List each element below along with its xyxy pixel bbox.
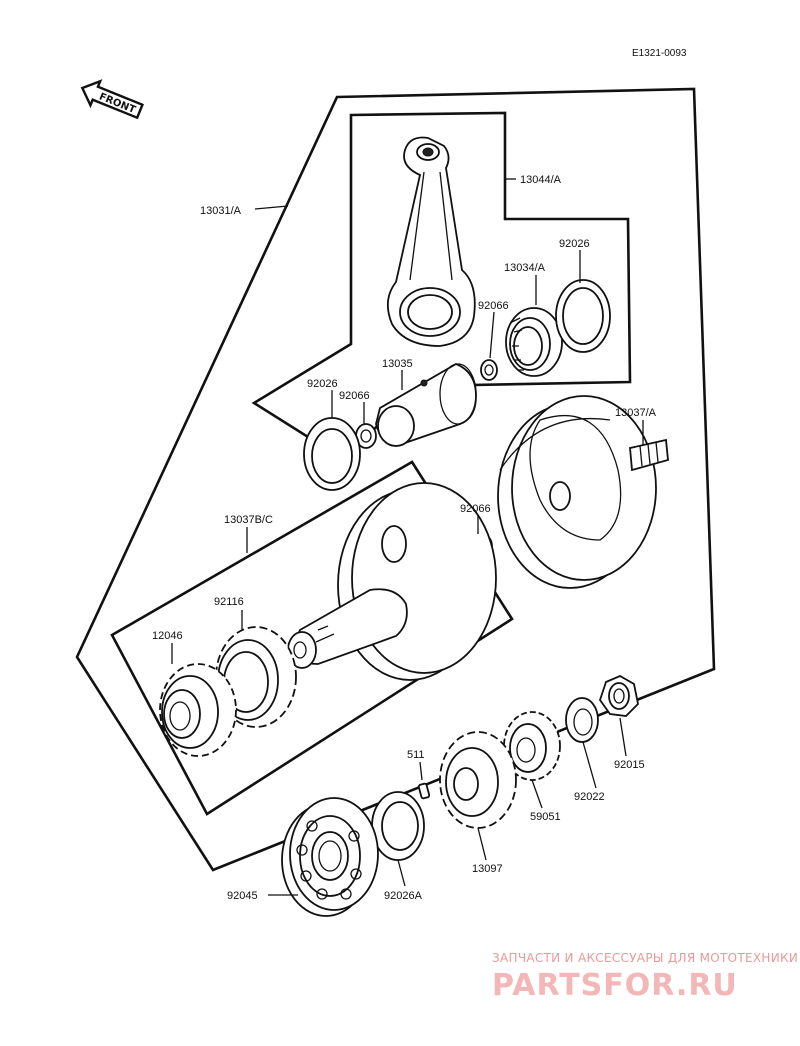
thrust-washer-right-hole	[562, 287, 604, 345]
label-gear-outer: 12046	[152, 630, 183, 642]
gear-outer	[159, 663, 237, 757]
label-collar-left: 92066	[339, 390, 370, 402]
front-arrow-icon: FRONT	[80, 79, 144, 120]
label-crankshaft-assy: 13031/A	[200, 205, 242, 217]
label-flywheel-left: 13037B/C	[224, 514, 273, 526]
label-gear-inner: 92116	[214, 596, 244, 608]
nut	[599, 674, 639, 717]
label-lock-washer: 92022	[574, 791, 605, 803]
label-connecting-rod: 13044/A	[520, 174, 562, 186]
conrod-assy-outline	[251, 111, 632, 461]
label-oil-seal: 92026A	[384, 890, 423, 902]
label-needle-bearing: 13034/A	[504, 262, 546, 274]
label-washer-top-right: 92026	[559, 238, 590, 250]
lock-washer	[565, 697, 599, 743]
label-washer-left: 92026	[307, 378, 338, 390]
label-collar-right: 92066	[478, 300, 509, 312]
watermark-caption: ЗАПЧАСТИ И АКСЕССУАРЫ ДЛЯ МОТОТЕХНИКИ	[492, 951, 798, 965]
flywheel-left	[287, 482, 497, 681]
flywheel-right	[497, 395, 669, 589]
leader-lines	[171, 178, 644, 896]
label-gear-primary: 13097	[472, 863, 503, 875]
watermark-brand: PARTSFOR.RU	[492, 968, 738, 1003]
collar-right	[480, 359, 498, 381]
label-collar-mid: 92066	[460, 503, 491, 515]
label-key: 511	[407, 749, 425, 761]
label-gear-small: 59051	[530, 811, 561, 823]
gear-primary	[439, 731, 517, 829]
label-ball-bearing: 92045	[227, 890, 258, 902]
label-nut: 92015	[614, 759, 645, 771]
thrust-washer-left-hole	[311, 428, 353, 484]
oil-seal	[371, 791, 425, 861]
ball-bearing	[281, 797, 379, 917]
needle-bearing	[505, 307, 563, 377]
label-crankpin: 13035	[382, 358, 413, 370]
crankpin	[375, 363, 477, 447]
key-511	[417, 782, 431, 800]
connecting-rod	[386, 136, 476, 347]
label-flywheel-right: 13037/A	[615, 407, 657, 419]
diagram-code: E1321-0093	[632, 48, 687, 59]
